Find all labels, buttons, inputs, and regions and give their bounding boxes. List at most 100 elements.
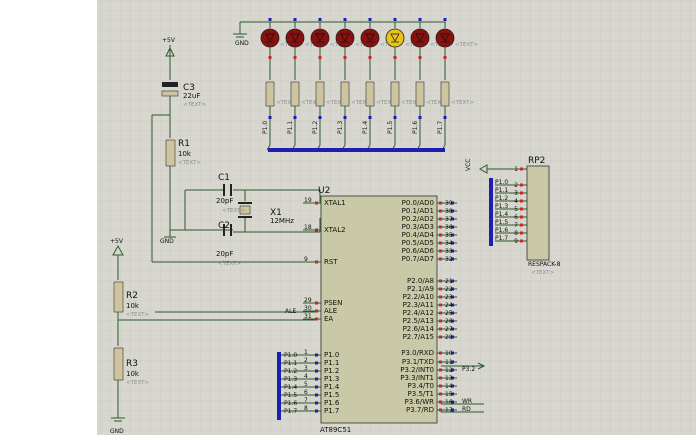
resistor-net-7: P1.7 bbox=[437, 121, 444, 134]
rp2-pin-num-7: 7 bbox=[514, 222, 518, 229]
mcu-pin-name-7: P1.6 bbox=[324, 399, 340, 407]
crystal-network-wires bbox=[164, 189, 321, 238]
mcu-pin-name-2: P1.1 bbox=[324, 359, 339, 367]
pin-marker bbox=[451, 201, 454, 205]
led-2 bbox=[310, 28, 330, 48]
pin-marker bbox=[368, 18, 372, 21]
pin-marker bbox=[520, 191, 523, 195]
mcu-pin-name-35: P0.4/AD4 bbox=[402, 231, 435, 239]
led-7 bbox=[435, 28, 455, 48]
pin-marker bbox=[439, 241, 442, 245]
rp2-net-6: P1.5 bbox=[495, 219, 508, 226]
pin-marker bbox=[443, 18, 447, 21]
resistor-net-6: P1.6 bbox=[412, 121, 419, 134]
mcu-pin-name-37: P0.2/AD2 bbox=[402, 215, 434, 223]
pin-marker bbox=[315, 377, 318, 381]
mcu-pin-num-16: 16 bbox=[445, 399, 453, 406]
left-bus-net-0: P1.0 bbox=[284, 352, 297, 359]
mcu-pin-num-26: 26 bbox=[445, 318, 453, 325]
pin-marker bbox=[439, 295, 442, 299]
led-6 bbox=[410, 28, 430, 48]
c3-ref: C3 bbox=[183, 83, 195, 93]
p32-arrow bbox=[477, 362, 486, 370]
pin-marker bbox=[451, 311, 454, 315]
c3-value: 22uF bbox=[183, 92, 200, 100]
r1-ref: R1 bbox=[178, 139, 190, 149]
mcu-pin-num-6: 6 bbox=[304, 389, 308, 396]
pin-marker bbox=[393, 116, 397, 119]
mcu-part: AT89C51 bbox=[320, 426, 351, 434]
pin-marker bbox=[418, 56, 422, 59]
pin-marker bbox=[451, 319, 454, 323]
mcu-pin-name-24: P2.3/A11 bbox=[403, 301, 434, 309]
mcu-pin-name-32: P0.7/AD7 bbox=[402, 255, 434, 263]
mcu-pin-num-18: 18 bbox=[304, 224, 312, 231]
mcu-pin-name-16: P3.6/WR bbox=[405, 398, 435, 406]
capacitor-c3 bbox=[161, 82, 179, 115]
mcu-pin-num-7: 7 bbox=[304, 397, 308, 404]
rp2-pin-num-1: 1 bbox=[514, 166, 518, 173]
pin-marker bbox=[451, 209, 454, 213]
led-0 bbox=[260, 28, 280, 48]
r3-text: <TEXT> bbox=[126, 380, 149, 386]
resistor-2 bbox=[315, 81, 325, 107]
pin-marker bbox=[315, 361, 318, 365]
resistor-5 bbox=[390, 81, 400, 107]
pin-marker bbox=[451, 335, 454, 339]
pin-marker bbox=[318, 116, 322, 119]
resistor-net-1: P1.1 bbox=[287, 121, 294, 134]
mcu-right-pins: 39P0.0/AD038P0.1/AD137P0.2/AD236P0.3/AD3… bbox=[400, 199, 457, 414]
pin-marker bbox=[315, 369, 318, 373]
pin-marker bbox=[439, 368, 442, 372]
rp2-net-7: P1.6 bbox=[495, 227, 508, 234]
mcu-pin-num-38: 38 bbox=[445, 208, 453, 215]
mcu-pin-name-8: P1.7 bbox=[324, 407, 339, 415]
pin-marker bbox=[520, 167, 523, 171]
mcu-pin-num-35: 35 bbox=[445, 232, 453, 239]
r3-value: 10k bbox=[126, 370, 140, 378]
mcu-pin-name-22: P2.1/A9 bbox=[407, 285, 434, 293]
resistor-text: <TEXT> bbox=[276, 100, 299, 106]
pin-marker bbox=[520, 239, 523, 243]
led-diode-symbol bbox=[365, 33, 375, 42]
mcu-pin-name-23: P2.2/A10 bbox=[403, 293, 434, 301]
mcu-ref: U2 bbox=[318, 186, 330, 196]
pin-marker bbox=[439, 303, 442, 307]
mcu-pin-num-8: 8 bbox=[304, 405, 308, 412]
mcu-pin-num-11: 11 bbox=[445, 359, 453, 366]
rp2-body bbox=[526, 165, 550, 261]
mcu-pin-num-34: 34 bbox=[445, 240, 453, 247]
left-bus-net-4: P1.4 bbox=[284, 384, 297, 391]
left-p1-labels: P1.0P1.1P1.2P1.3P1.4P1.5P1.6P1.7 bbox=[281, 352, 303, 415]
left-bus-net-7: P1.7 bbox=[284, 408, 297, 415]
pin-marker bbox=[439, 201, 442, 205]
mcu-pin-name-38: P0.1/AD1 bbox=[402, 207, 434, 215]
mcu-pin-num-24: 24 bbox=[445, 302, 453, 309]
mcu-pin-name-21: P2.0/A8 bbox=[407, 277, 434, 285]
left-margin bbox=[0, 0, 97, 435]
pin-marker bbox=[451, 233, 454, 237]
pin-marker bbox=[520, 223, 523, 227]
crystal-x1 bbox=[238, 202, 252, 218]
pin-marker bbox=[268, 116, 272, 119]
resistor-text: <TEXT> bbox=[426, 100, 449, 106]
left-bus-net-6: P1.6 bbox=[284, 400, 297, 407]
mcu-pin-name-3: P1.2 bbox=[324, 367, 339, 375]
ale-net-label: ALE bbox=[285, 308, 296, 315]
rp2-net-2: P1.1 bbox=[495, 187, 508, 194]
pin-marker bbox=[315, 353, 318, 357]
resistor-text: <TEXT> bbox=[451, 100, 474, 106]
pin-marker bbox=[439, 376, 442, 380]
mcu-pin-name-12: P3.2/INT0 bbox=[400, 366, 434, 374]
mcu-pin-name-26: P2.5/A13 bbox=[403, 317, 434, 325]
mcu-pin-num-28: 28 bbox=[445, 334, 453, 341]
pin-marker bbox=[451, 376, 454, 380]
led-3 bbox=[335, 28, 355, 48]
rp2-pin-num-4: 4 bbox=[514, 198, 518, 205]
mcu-pin-name-13: P3.3/INT1 bbox=[400, 374, 434, 382]
resistor-r3 bbox=[111, 347, 125, 422]
pin-marker bbox=[439, 311, 442, 315]
pin-marker bbox=[268, 56, 272, 59]
mcu-pin-name-9: RST bbox=[324, 258, 338, 266]
